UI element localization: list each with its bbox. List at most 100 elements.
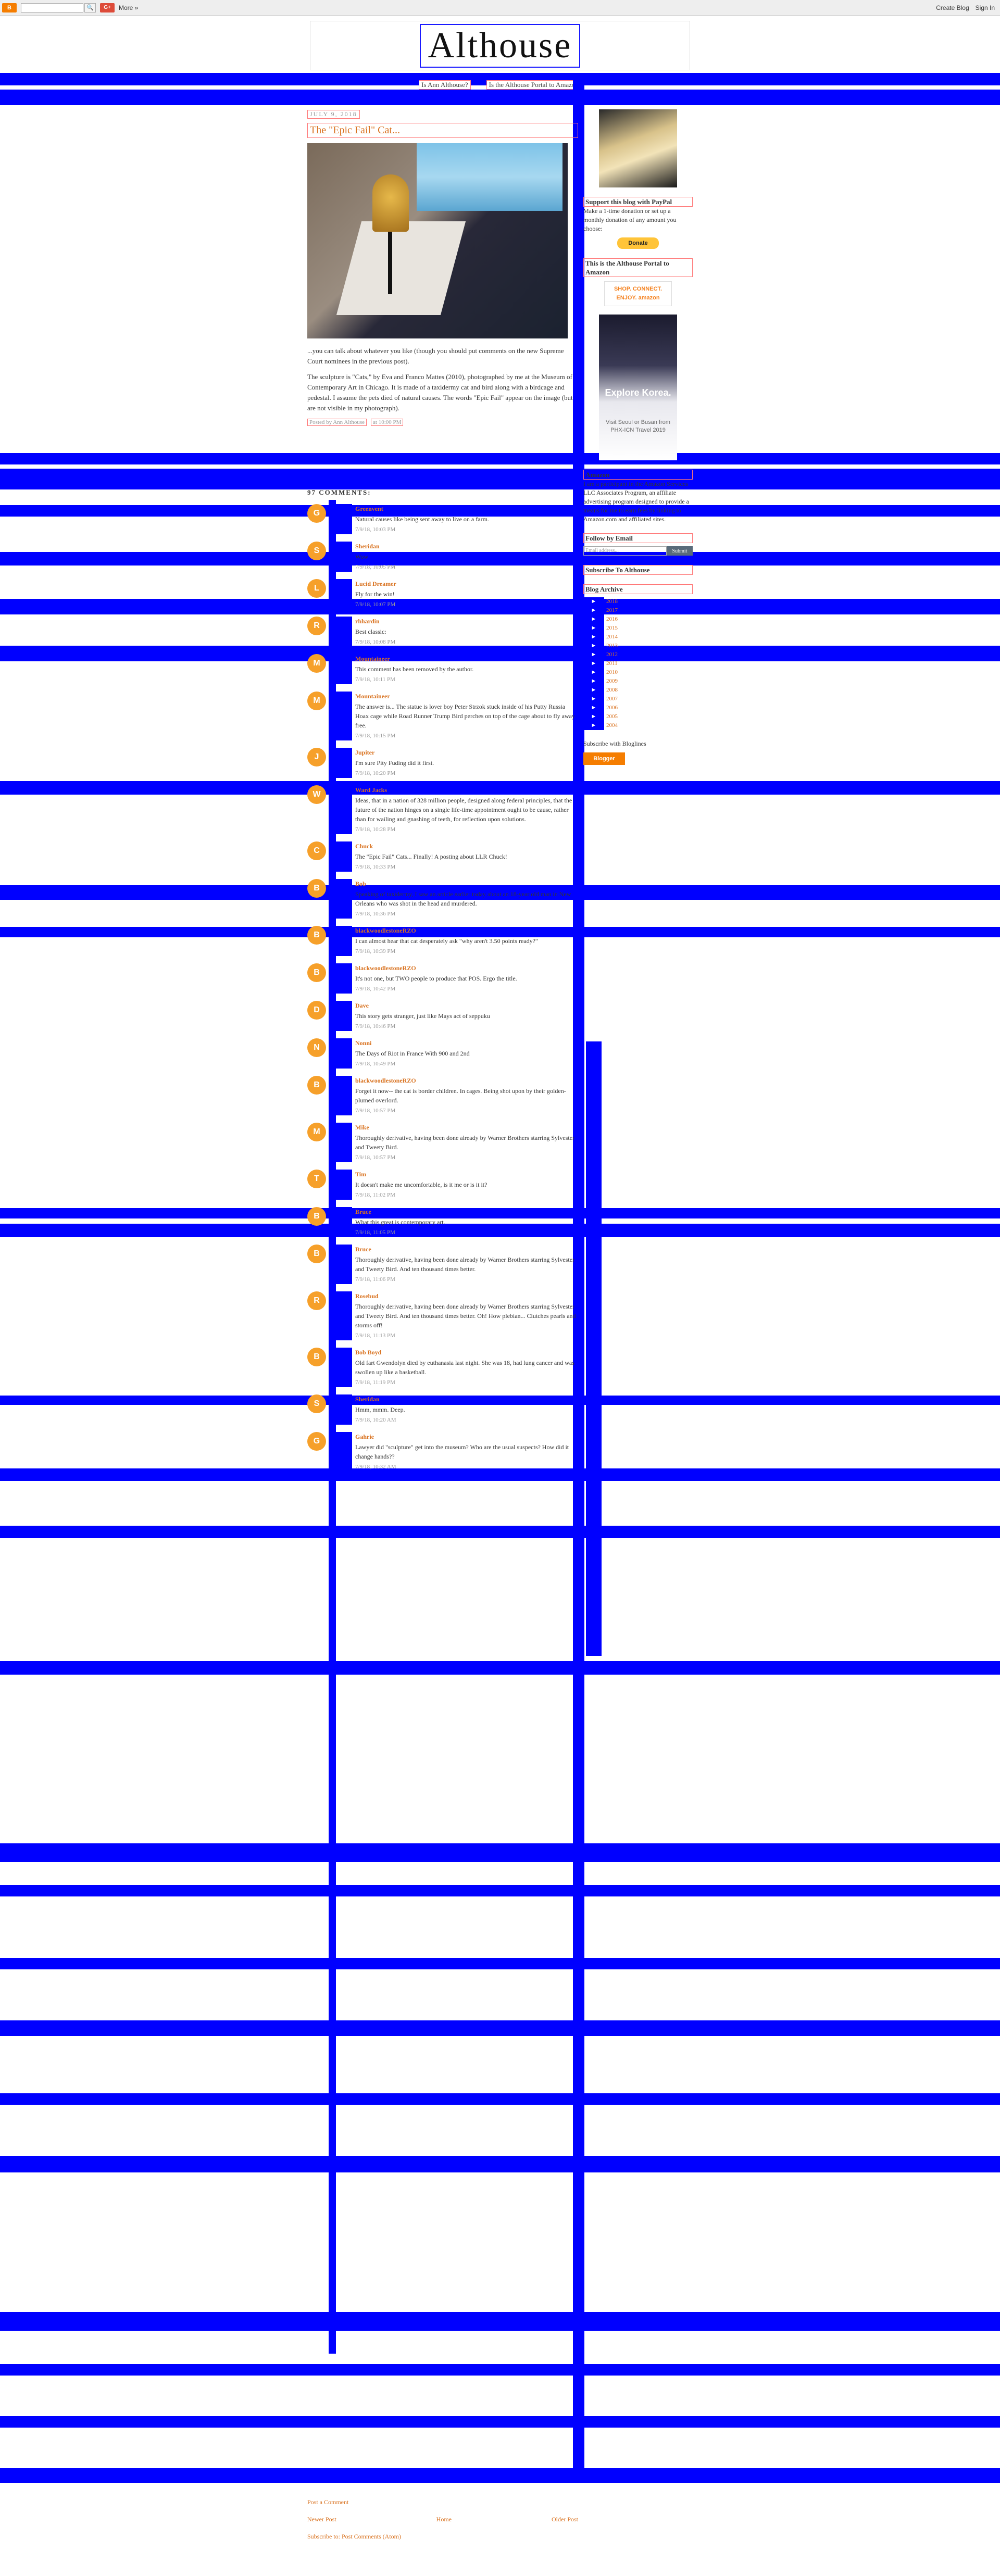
comment-timestamp-link[interactable]: 7/9/18, 10:05 PM [355,564,396,570]
subscribe-comments-link[interactable]: Subscribe to: Post Comments (Atom) [307,2533,401,2540]
comment-author-link[interactable]: Mountaineer [355,693,390,700]
more-menu-button[interactable]: More » [119,4,139,11]
archive-year[interactable]: ►2017 [583,606,693,615]
subscribe-title[interactable]: Subscribe To Althouse [583,565,693,575]
commenter-avatar[interactable]: B [307,1348,326,1366]
comment-timestamp-link[interactable]: 7/9/18, 11:02 PM [355,1192,395,1198]
archive-year-toggle-icon[interactable]: ► [583,668,604,677]
comment-author-link[interactable]: Dave [355,1002,369,1009]
archive-year-label[interactable]: 2012 [606,651,618,658]
archive-year-label[interactable]: 2014 [606,634,618,640]
archive-year[interactable]: ►2005 [583,712,693,721]
commenter-avatar[interactable]: C [307,841,326,860]
archive-year-toggle-icon[interactable]: ► [583,650,604,659]
commenter-avatar[interactable]: G [307,504,326,523]
comment-author-link[interactable]: blackwoodlestoneRZO [355,964,416,972]
archive-year[interactable]: ►2010 [583,668,693,677]
comment-timestamp-link[interactable]: 7/9/18, 10:33 PM [355,864,396,870]
comment-author-link[interactable]: rhhardin [355,618,380,625]
comment-author-link[interactable]: Bob [355,880,366,887]
comment-author-link[interactable]: blackwoodlestoneRZO [355,1077,416,1084]
comment-timestamp-link[interactable]: 7/9/18, 10:15 PM [355,733,396,739]
post-image[interactable] [307,143,568,338]
comment-author-link[interactable]: Ward Jacks [355,786,388,794]
archive-year-label[interactable]: 2013 [606,643,618,649]
commenter-avatar[interactable]: S [307,1394,326,1413]
archive-year[interactable]: ►2013 [583,642,693,650]
comment-author-link[interactable]: Tim [355,1171,367,1178]
comment-author-link[interactable]: Bruce [355,1208,371,1215]
archive-year-label[interactable]: 2018 [606,598,618,605]
blog-title[interactable]: Althouse [419,23,581,68]
commenter-avatar[interactable]: N [307,1038,326,1057]
archive-year-toggle-icon[interactable]: ► [583,659,604,668]
comment-author-link[interactable]: Lucid Dreamer [355,580,396,587]
comment-author-link[interactable]: Bruce [355,1246,371,1253]
archive-year[interactable]: ►2012 [583,650,693,659]
archive-year-toggle-icon[interactable]: ► [583,642,604,650]
archive-year-label[interactable]: 2015 [606,625,618,631]
comment-timestamp-link[interactable]: 7/9/18, 10:57 PM [355,1154,396,1161]
newer-post-link[interactable]: Newer Post [307,2516,336,2523]
comment-author-link[interactable]: Jupiter [355,749,375,756]
archive-year[interactable]: ►2009 [583,677,693,686]
archive-year-label[interactable]: 2009 [606,678,618,684]
commenter-avatar[interactable]: T [307,1170,326,1188]
commenter-avatar[interactable]: G [307,1432,326,1451]
comment-author-link[interactable]: Rosebud [355,1292,379,1300]
archive-year-toggle-icon[interactable]: ► [583,677,604,686]
archive-year-toggle-icon[interactable]: ► [583,624,604,633]
comment-author-link[interactable]: Nonni [355,1039,372,1047]
archive-year-label[interactable]: 2004 [606,722,618,728]
comment-author-link[interactable]: Greenvent [355,505,383,512]
comment-author-link[interactable]: Sheridan [355,1396,380,1403]
comment-author-link[interactable]: Mike [355,1124,369,1131]
archive-year[interactable]: ►2014 [583,633,693,642]
archive-year[interactable]: ►2018 [583,597,693,606]
commenter-avatar[interactable]: B [307,1207,326,1226]
commenter-avatar[interactable]: R [307,617,326,635]
email-input[interactable]: Email address... [583,546,667,556]
bloglines-link[interactable]: Subscribe with Bloglines [583,740,646,747]
commenter-avatar[interactable]: B [307,963,326,982]
archive-year[interactable]: ►2006 [583,703,693,712]
comment-author-link[interactable]: Bob Boyd [355,1349,382,1356]
comment-timestamp-link[interactable]: 7/9/18, 11:05 PM [355,1229,395,1236]
archive-year-toggle-icon[interactable]: ► [583,597,604,606]
blogger-logo-icon[interactable]: B [2,3,17,12]
archive-year-toggle-icon[interactable]: ► [583,721,604,730]
archive-year-label[interactable]: 2006 [606,705,618,711]
commenter-avatar[interactable]: J [307,748,326,766]
commenter-avatar[interactable]: R [307,1291,326,1310]
comment-timestamp-link[interactable]: 7/9/18, 11:19 PM [355,1379,395,1386]
older-post-link[interactable]: Older Post [552,2516,578,2523]
comment-author-link[interactable]: Chuck [355,843,373,850]
archive-year[interactable]: ►2007 [583,695,693,703]
archive-year-toggle-icon[interactable]: ► [583,686,604,695]
sign-in-link[interactable]: Sign In [975,4,995,11]
commenter-avatar[interactable]: B [307,926,326,945]
comment-author-link[interactable]: Sheridan [355,543,380,550]
archive-year[interactable]: ►2008 [583,686,693,695]
amazon-ad[interactable]: SHOP. CONNECT. ENJOY. amazon [604,281,672,306]
archive-year[interactable]: ►2011 [583,659,693,668]
desc-link-1[interactable]: Is Ann Althouse? [419,80,471,90]
archive-year-label[interactable]: 2010 [606,669,618,675]
archive-year-toggle-icon[interactable]: ► [583,633,604,642]
comment-timestamp-link[interactable]: 7/9/18, 11:06 PM [355,1276,395,1283]
archive-year-toggle-icon[interactable]: ► [583,606,604,615]
post-title[interactable]: The "Epic Fail" Cat... [307,123,578,138]
archive-year-label[interactable]: 2005 [606,713,618,720]
archive-year-label[interactable]: 2008 [606,687,618,693]
archive-year-label[interactable]: 2017 [606,607,618,613]
commenter-avatar[interactable]: M [307,692,326,710]
commenter-avatar[interactable]: M [307,654,326,673]
comment-timestamp-link[interactable]: 7/9/18, 10:11 PM [355,676,395,683]
amazon-portal-title[interactable]: This is the Althouse Portal to Amazon [583,258,693,277]
comment-timestamp-link[interactable]: 7/9/18, 10:57 PM [355,1108,396,1114]
blogger-badge[interactable]: Blogger [583,752,625,765]
archive-year-label[interactable]: 2011 [606,660,618,667]
comment-timestamp-link[interactable]: 7/9/18, 10:39 PM [355,948,396,954]
search-icon[interactable]: 🔍 [84,3,96,12]
email-submit-button[interactable]: Submit [667,546,693,556]
